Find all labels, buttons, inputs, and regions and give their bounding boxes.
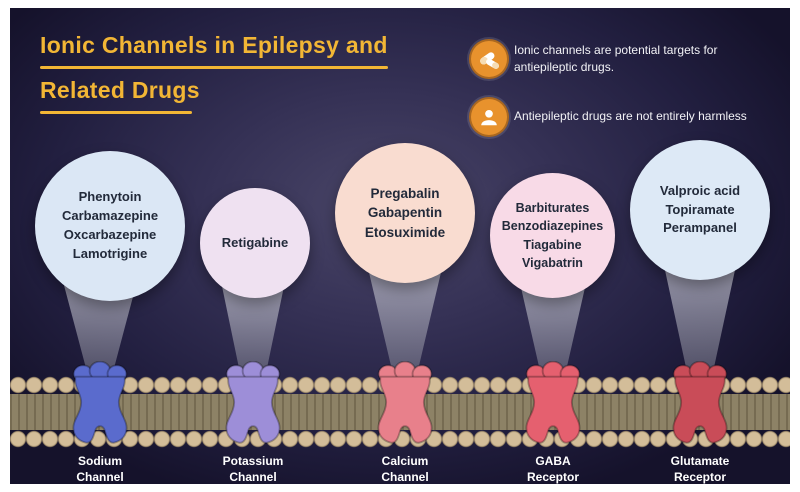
label-calcium-channel: Calcium Channel (381, 454, 429, 484)
drug-list-potassium: Retigabine (221, 234, 289, 250)
potassium-channel-protein (225, 361, 281, 444)
note-drugs-not-harmless: Antiepileptic drugs are not entirely har… (514, 109, 747, 123)
person-icon (469, 97, 509, 137)
drug-list-sodium: Phenytoin Carbamazepine Oxcarbazepine La… (61, 189, 159, 261)
membrane-inner-heads (10, 430, 790, 448)
label-sodium-channel: Sodium Channel (76, 454, 124, 484)
gaba-receptor-protein (525, 361, 581, 444)
title-underline-2 (40, 111, 192, 114)
drug-bubble-calcium: Pregabalin Gabapentin Etosuximide (335, 143, 475, 283)
label-potassium-channel: Potassium Channel (222, 454, 284, 484)
glutamate-receptor-protein (672, 361, 728, 444)
page-title-line2: Related Drugs (40, 77, 200, 103)
pills-icon (469, 39, 509, 79)
drug-bubble-glutamate: Valproic acid Topiramate Perampanel (630, 140, 770, 280)
calcium-channel-protein (377, 361, 433, 444)
page-title-line1: Ionic Channels in Epilepsy and (40, 32, 388, 58)
sodium-channel-protein (72, 361, 128, 444)
title-underline-1 (40, 66, 388, 69)
drug-list-glutamate: Valproic acid Topiramate Perampanel (659, 182, 741, 236)
infographic-canvas: Ionic Channels in Epilepsy and Related D… (10, 8, 790, 484)
note-ionic-channels-targets: Ionic channels are potential targets for… (514, 43, 718, 74)
drug-bubble-sodium: Phenytoin Carbamazepine Oxcarbazepine La… (35, 151, 185, 301)
label-glutamate-receptor: Glutamate Receptor (670, 454, 730, 484)
drug-bubble-potassium: Retigabine (200, 188, 310, 298)
label-gaba-receptor: GABA Receptor (526, 454, 579, 484)
drug-bubble-gaba: Barbiturates Benzodiazepines Tiagabine V… (490, 173, 615, 298)
drug-list-gaba: Barbiturates Benzodiazepines Tiagabine V… (501, 201, 604, 270)
drug-list-calcium: Pregabalin Gabapentin Etosuximide (364, 185, 446, 240)
